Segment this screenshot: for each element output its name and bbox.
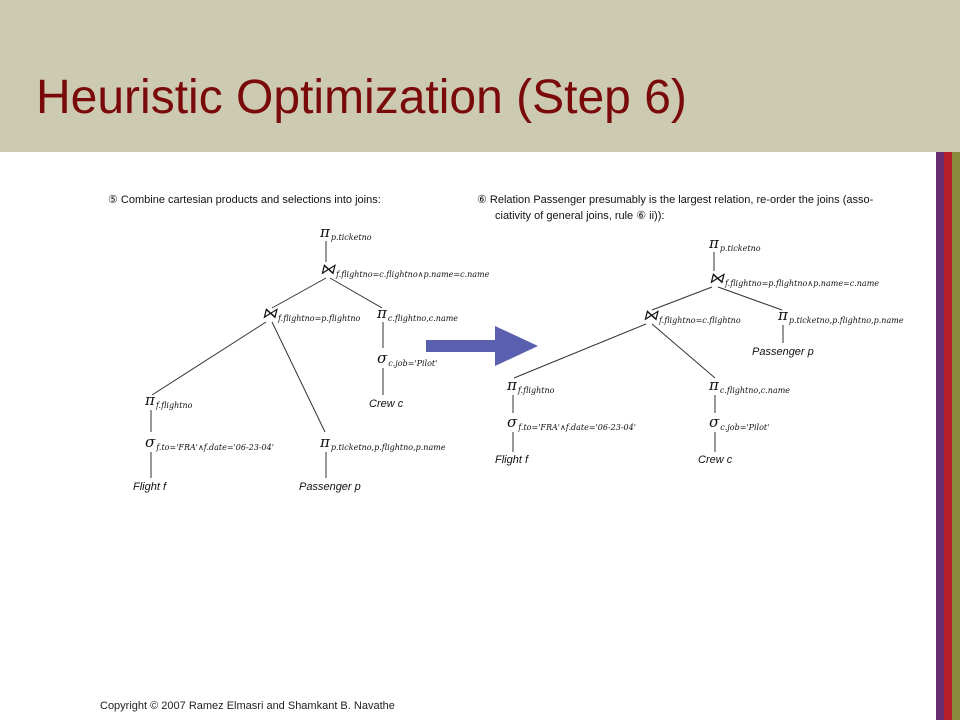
projection-ticketno-node: πp.ticketno <box>319 223 372 242</box>
stripe-purple <box>936 152 944 720</box>
projection-flightno-node: πf.flightno <box>144 391 193 410</box>
flight-relation: Flight f <box>495 454 529 466</box>
edge <box>151 321 267 396</box>
projection-flightno-node: πf.flightno <box>506 376 555 395</box>
join-crew-node: ⋈f.flightno=c.flightno∧p.name=c.name <box>320 260 490 279</box>
edge <box>651 323 716 379</box>
stripe-olive <box>952 152 960 720</box>
right-arrow-icon <box>426 326 538 366</box>
copyright-footer: Copyright © 2007 Ramez Elmasri and Shamk… <box>100 700 395 712</box>
projection-crew-node: πc.flightno,c.name <box>376 304 458 323</box>
passenger-relation: Passenger p <box>752 346 814 358</box>
edge <box>717 286 783 311</box>
decorative-stripes <box>936 152 960 720</box>
selection-flight-node: σf.to='FRA'∧f.date='06-23-04' <box>507 413 636 432</box>
stripe-red <box>944 152 952 720</box>
edge <box>651 286 713 311</box>
join-passenger-node: ⋈f.flightno=p.flightno <box>262 304 360 323</box>
join-passenger-node: ⋈f.flightno=p.flightno∧p.name=c.name <box>709 269 879 288</box>
selection-pilot-node: σc.job='Pilot' <box>709 413 769 432</box>
edge <box>271 321 326 433</box>
projection-ticketno-node: πp.ticketno <box>708 234 761 253</box>
step6-caption-line2: ciativity of general joins, rule ⑥ ii)): <box>495 210 664 222</box>
projection-crew-node: πc.flightno,c.name <box>708 376 790 395</box>
slide-title: Heuristic Optimization (Step 6) <box>36 71 687 124</box>
step6-tree: ⑥ Relation Passenger presumably is the l… <box>477 194 904 466</box>
edge <box>513 323 647 379</box>
step5-caption: ⑤ Combine cartesian products and selecti… <box>108 194 381 206</box>
crew-relation: Crew c <box>698 454 733 466</box>
selection-flight-node: σf.to='FRA'∧f.date='06-23-04' <box>145 433 274 452</box>
passenger-relation: Passenger p <box>299 481 361 493</box>
selection-pilot-node: σc.job='Pilot' <box>377 349 437 368</box>
title-bar <box>0 0 960 152</box>
projection-passenger-node: πp.ticketno,p.flightno,p.name <box>319 433 446 452</box>
join-crew-node: ⋈f.flightno=c.flightno <box>643 306 741 325</box>
edge <box>271 277 327 309</box>
flight-relation: Flight f <box>133 481 167 493</box>
step5-tree: ⑤ Combine cartesian products and selecti… <box>108 194 490 493</box>
step6-caption-line1: ⑥ Relation Passenger presumably is the l… <box>477 194 874 206</box>
projection-passenger-node: πp.ticketno,p.flightno,p.name <box>777 306 904 325</box>
edge <box>329 277 383 309</box>
crew-relation: Crew c <box>369 398 404 410</box>
